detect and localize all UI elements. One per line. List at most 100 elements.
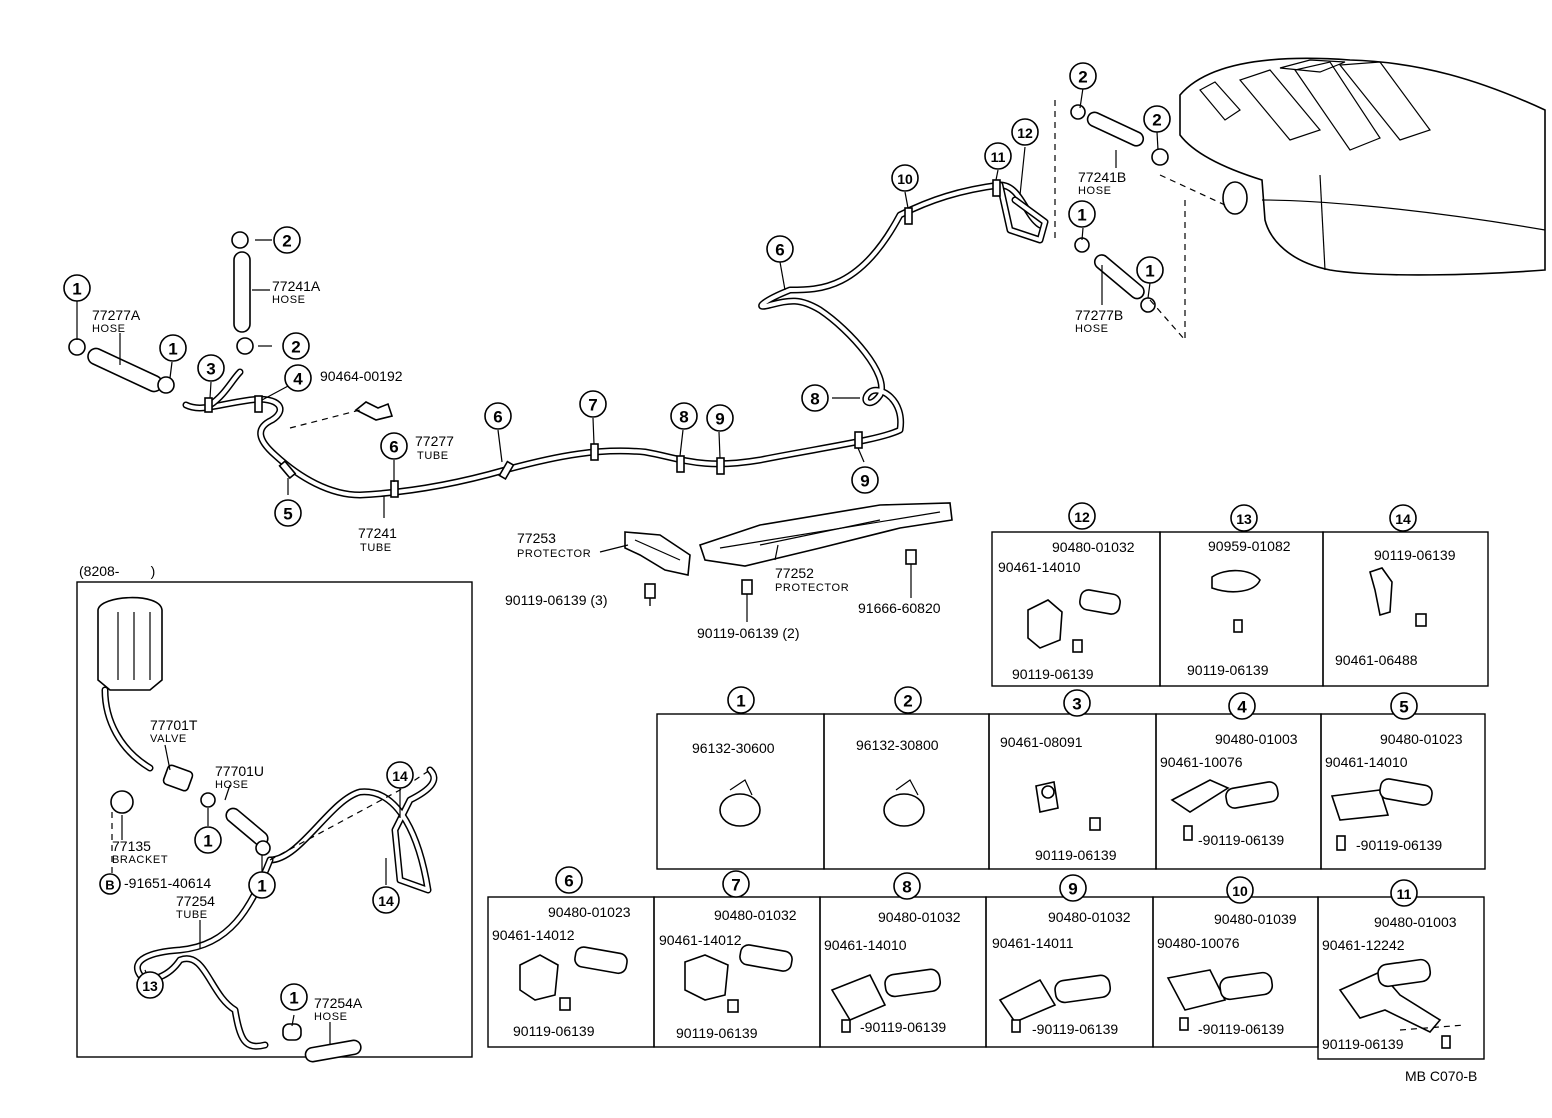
b7-label-b: 90461-14012 [659,932,742,948]
callout-14: 14 [386,761,414,789]
callout-circle [984,142,1012,170]
callout-circle [706,404,734,432]
callout-circle [248,871,276,899]
callout-number: 9 [1068,880,1077,899]
clip-90464 [354,401,394,421]
callout-number: 6 [775,241,784,260]
callout-1: 1 [248,871,276,899]
callout-number: 12 [1017,125,1033,141]
b4-label-c: -90119-06139 [1198,832,1284,848]
callout-number: 1 [736,692,745,711]
callout-7: 7 [722,870,750,898]
b4-label-b: 90461-10076 [1160,754,1243,770]
callout-circle [727,686,755,714]
callout-circle [159,334,187,362]
callout-number: 11 [1397,886,1412,902]
label-77701U: 77701U [215,763,264,779]
b14-label-a: 90119-06139 [1374,547,1456,563]
b9-label-b: 90461-14011 [992,935,1074,951]
callout-10: 10 [1226,876,1254,904]
protector-77253 [624,531,691,576]
label-90464-00192: 90464-00192 [320,368,403,384]
callout-number: 10 [1232,883,1248,899]
callout-circle [1068,502,1096,530]
b6-label-b: 90461-14012 [492,927,575,943]
b4-label-a: 90480-01003 [1215,731,1298,747]
callout-number: 2 [282,232,291,251]
callout-6: 6 [484,402,512,430]
inset-box [76,581,473,1058]
callout-number: 6 [493,408,502,427]
callout-2: 2 [1069,62,1097,90]
label-77241A-type: HOSE [272,294,306,306]
callout-13: 13 [136,971,164,999]
callout-circle [670,402,698,430]
callout-11: 11 [1390,879,1418,907]
b8-label-c: -90119-06139 [860,1019,946,1035]
b11-label-c: 90119-06139 [1322,1036,1404,1052]
b9-label-c: -90119-06139 [1032,1021,1118,1037]
callout-circle [282,332,310,360]
callout-number: 9 [860,472,869,491]
callout-circle [1069,62,1097,90]
b10-label-b: 90480-10076 [1157,935,1240,951]
callout-1: 1 [280,983,308,1011]
label-77701T: 77701T [150,717,198,733]
callout-6: 6 [766,235,794,263]
callout-circle [197,354,225,382]
callout-2: 2 [273,226,301,254]
label-77277: 77277 [415,433,454,449]
callout-number: 1 [1145,262,1154,281]
callout-1: 1 [63,274,91,302]
hose-77277A [68,338,175,394]
fuel-tank [1151,57,1546,276]
label-77135: 77135 [112,838,151,854]
callout-number: 1 [257,877,266,896]
callout-circle [194,826,222,854]
label-77241: 77241 [358,525,397,541]
callout-number: 14 [378,893,394,909]
callout-circle [1059,874,1087,902]
b2-label-a: 96132-30800 [856,737,939,753]
callout-circle [579,390,607,418]
callout-number: 6 [389,438,398,457]
callout-number: 2 [1152,111,1161,130]
b9-label-a: 90480-01032 [1048,909,1131,925]
callout-8: 8 [670,402,698,430]
b5-label-a: 90480-01023 [1380,731,1463,747]
detail-box-labels: 90480-01032 90461-14010 90119-06139 9095… [492,538,1463,1052]
callout-circle [1063,689,1091,717]
callout-number: 1 [168,340,177,359]
label-91666-60820: 91666-60820 [858,600,941,616]
b10-label-c: -90119-06139 [1198,1021,1284,1037]
callout-circle [1136,256,1164,284]
callout-number: 4 [293,370,303,389]
callout-circle [99,873,121,895]
b12-label-c: 90119-06139 [1012,666,1094,682]
b5-label-c: -90119-06139 [1356,837,1442,853]
callout-3: 3 [1063,689,1091,717]
label-91651-40614: -91651-40614 [124,875,211,891]
callout-number: 11 [991,149,1006,165]
callout-circle [273,226,301,254]
callout-number: 10 [897,171,913,187]
label-77277B-type: HOSE [1075,323,1109,335]
callout-circle [284,364,312,392]
callout-12: 12 [1068,502,1096,530]
label-77277A: 77277A [92,307,141,323]
callout-number: 3 [1072,695,1081,714]
diagram-code: MB C070-B [1405,1068,1477,1084]
callout-circle [894,686,922,714]
b11-label-a: 90480-01003 [1374,914,1457,930]
callout-2: 2 [1143,105,1171,133]
label-77701T-type: VALVE [150,733,187,745]
label-90119-06139-3: 90119-06139 (3) [505,592,607,608]
callout-9: 9 [706,404,734,432]
label-77254A-type: HOSE [314,1011,348,1023]
callout-number: 1 [1077,206,1086,225]
callout-8: 8 [801,384,829,412]
inset-label: (8208- ) [79,563,155,579]
callout-8: 8 [893,872,921,900]
